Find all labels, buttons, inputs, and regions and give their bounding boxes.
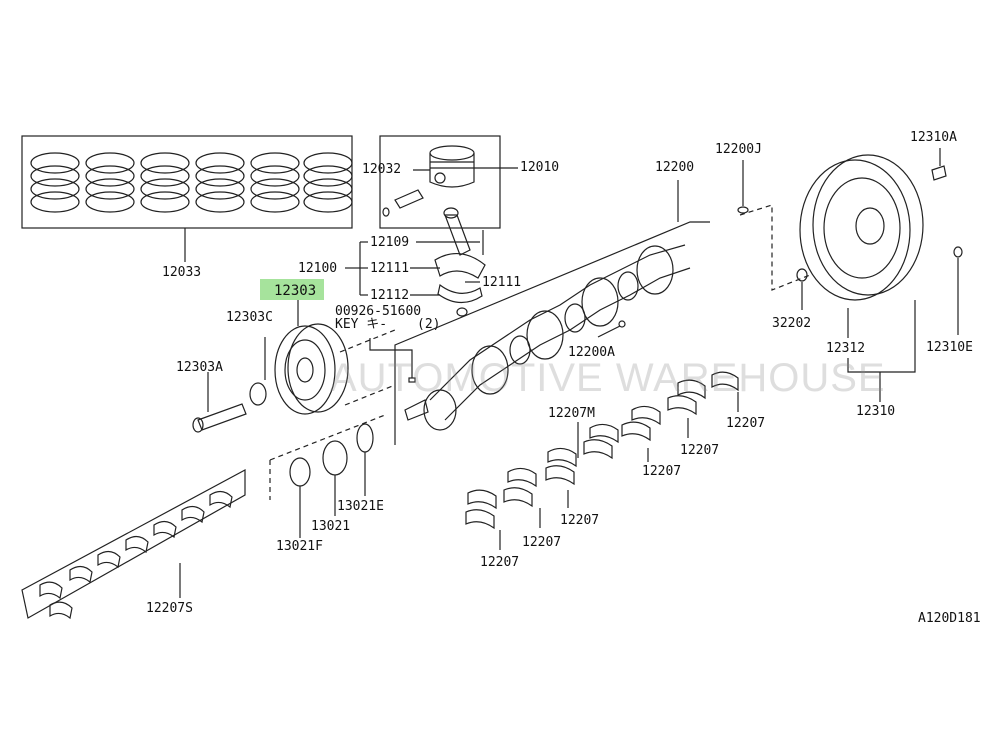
label-12200[interactable]: 12200 [655, 160, 695, 175]
label-12310e[interactable]: 12310E [926, 340, 973, 355]
label-12207-a[interactable]: 12207 [726, 416, 766, 431]
crankshaft [404, 244, 691, 431]
label-12310a[interactable]: 12310A [910, 130, 957, 145]
highlight-12303 [260, 279, 324, 300]
label-13021f[interactable]: 13021F [276, 539, 323, 554]
rod-bearing-set-box [21, 468, 246, 619]
figure-code: A120D181 [918, 611, 981, 626]
pulley-washer [249, 382, 267, 406]
label-12303a[interactable]: 12303A [176, 360, 223, 375]
oil-pump-spacer [356, 423, 374, 453]
label-12303c[interactable]: 12303C [226, 310, 273, 325]
piston-ring-set-box [21, 135, 353, 229]
label-key: KEY キ- [335, 317, 388, 332]
label-13021[interactable]: 13021 [311, 519, 351, 534]
label-13021e[interactable]: 13021E [337, 499, 384, 514]
label-12207s[interactable]: 12207S [146, 601, 193, 616]
label-12207-d[interactable]: 12207 [560, 513, 600, 528]
crank-pulley [274, 323, 349, 415]
label-12100[interactable]: 12100 [298, 261, 338, 276]
crank-spacer [289, 457, 311, 487]
piston-rings [30, 152, 353, 213]
label-12310[interactable]: 12310 [856, 404, 896, 419]
connecting-rod [434, 207, 486, 317]
crank-sprocket [322, 440, 348, 476]
label-12033[interactable]: 12033 [162, 265, 202, 280]
flywheel [799, 154, 924, 301]
label-32202[interactable]: 32202 [772, 316, 812, 331]
label-12111-b[interactable]: 12111 [482, 275, 522, 290]
label-12207-b[interactable]: 12207 [680, 443, 720, 458]
main-bearings [465, 371, 739, 530]
label-12207-f[interactable]: 12207 [480, 555, 520, 570]
label-12111-a[interactable]: 12111 [370, 261, 410, 276]
label-qty: (2) [417, 317, 441, 332]
label-12207m[interactable]: 12207M [548, 406, 595, 421]
piston-box [379, 135, 501, 229]
label-12010[interactable]: 12010 [520, 160, 560, 175]
label-12207-e[interactable]: 12207 [522, 535, 562, 550]
label-12207-c[interactable]: 12207 [642, 464, 682, 479]
label-12303[interactable]: 12303 [274, 283, 317, 299]
label-12032[interactable]: 12032 [362, 162, 402, 177]
label-12109[interactable]: 12109 [370, 235, 410, 250]
piston-pin [382, 189, 424, 217]
rod-bearings [39, 490, 233, 620]
label-12312[interactable]: 12312 [826, 341, 866, 356]
label-12200j[interactable]: 12200J [715, 142, 762, 157]
label-12112[interactable]: 12112 [370, 288, 410, 303]
label-00926-51600[interactable]: 00926-51600 [335, 304, 422, 319]
pulley-bolt [192, 403, 247, 433]
piston [429, 145, 475, 188]
watermark: AUTOMOTIVE WAREHOUSE [330, 356, 886, 400]
label-12200a[interactable]: 12200A [568, 345, 615, 360]
